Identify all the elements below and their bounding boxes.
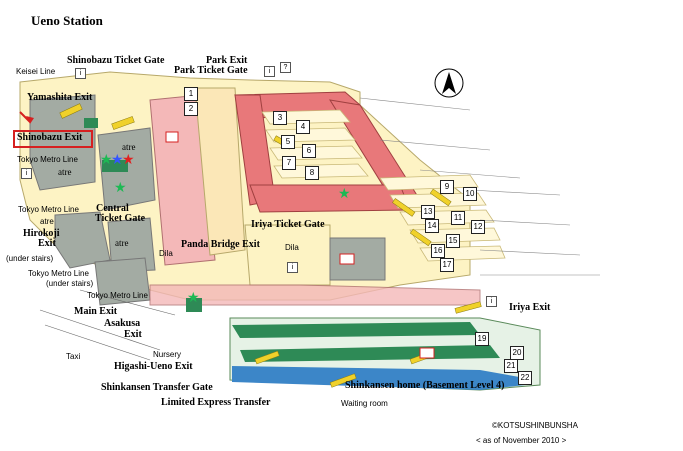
- info-pin-park-2: ?: [280, 62, 291, 73]
- svg-text:★: ★: [187, 290, 200, 306]
- platform-9: 9: [440, 180, 454, 194]
- platform-17: 17: [440, 258, 454, 272]
- label-main-exit: Main Exit: [74, 306, 118, 317]
- label-atre-2: atre: [58, 167, 72, 177]
- label-tokyo-metro-line-4: Tokyo Metro Line: [87, 291, 148, 300]
- info-pin-metro: i: [21, 168, 32, 179]
- red-arrow-icon: [19, 111, 34, 124]
- shinobazu-gate-marker: [84, 118, 98, 128]
- taxi-lines: [39, 289, 176, 361]
- label-shinkansen-home: Shinkansen home (Basement Level 4): [345, 380, 505, 391]
- platform-1: 1: [184, 87, 198, 101]
- platform-10: 10: [463, 187, 477, 201]
- label-asakusa-1: Asakusa: [104, 318, 141, 329]
- platform-5: 5: [281, 135, 295, 149]
- platform-21: 21: [504, 359, 518, 373]
- highlight-shinobazu-exit: [13, 130, 93, 148]
- label-taxi: Taxi: [66, 352, 81, 361]
- label-waiting-room: Waiting room: [341, 399, 388, 408]
- stars: ★ ★ ★ ★ ★ ★: [100, 152, 351, 306]
- label-keisei-line: Keisei Line: [16, 67, 56, 76]
- label-iriya-ticket-gate: Iriya Ticket Gate: [251, 219, 325, 230]
- info-pin-iriya: i: [486, 296, 497, 307]
- label-as-of: < as of November 2010 >: [476, 436, 567, 445]
- iriya-building: [244, 224, 331, 286]
- platform-3: 3: [273, 111, 287, 125]
- restroom-icons: [165, 131, 435, 359]
- label-hirokoji-1: Hirokoji: [23, 228, 60, 239]
- map-title: Ueno Station: [31, 13, 103, 28]
- label-higashi-ueno-exit: Higashi-Ueno Exit: [114, 361, 193, 372]
- bridge-iriya: [249, 184, 411, 213]
- info-pin-shinobazu: i: [75, 68, 86, 79]
- label-central-1: Central: [96, 203, 129, 214]
- building-hirokoji: [54, 211, 111, 269]
- label-atre-4: atre: [115, 238, 129, 248]
- svg-text:★: ★: [122, 152, 135, 168]
- platform-22: 22: [518, 371, 532, 385]
- platform-14: 14: [425, 219, 439, 233]
- platform-4: 4: [296, 120, 310, 134]
- stairs: [59, 103, 482, 388]
- info-green: [102, 160, 128, 172]
- iriya-hall: [329, 237, 386, 281]
- label-under-stairs-1: (under stairs): [6, 254, 54, 263]
- info-pin-dila: i: [287, 262, 298, 273]
- platform-6: 6: [302, 144, 316, 158]
- label-under-stairs-2: (under stairs): [46, 279, 94, 288]
- platform-15: 15: [446, 234, 460, 248]
- svg-text:★: ★: [338, 186, 351, 202]
- label-shinobazu-ticket-gate: Shinobazu Ticket Gate: [67, 55, 165, 66]
- shinkansen-water: [232, 366, 525, 390]
- label-tokyo-metro-line-1: Tokyo Metro Line: [17, 155, 78, 164]
- label-atre-3: atre: [40, 217, 54, 226]
- label-asakusa-2: Exit: [124, 329, 142, 340]
- platform-20: 20: [510, 346, 524, 360]
- shinkansen-track-2: [240, 345, 500, 362]
- label-shinobazu-exit: Shinobazu Exit: [17, 132, 83, 143]
- label-dila-2: Dila: [285, 243, 299, 252]
- info-pin-park: i: [264, 66, 275, 77]
- label-tokyo-metro-line-3: Tokyo Metro Line: [28, 269, 89, 278]
- label-tokyo-metro-line-2: Tokyo Metro Line: [18, 205, 79, 214]
- shinkansen-track-1: [232, 322, 480, 338]
- label-park-exit: Park Exit: [206, 55, 248, 66]
- svg-text:★: ★: [114, 180, 127, 196]
- svg-text:★: ★: [100, 152, 113, 168]
- track-lines: [359, 97, 600, 276]
- panda-green: [186, 298, 202, 312]
- platform-7: 7: [282, 156, 296, 170]
- label-yamashita-exit: Yamashita Exit: [27, 92, 93, 103]
- compass-icon: [434, 68, 464, 98]
- platform-19: 19: [475, 332, 489, 346]
- platform-8: 8: [305, 166, 319, 180]
- label-shinkansen-transfer-gate: Shinkansen Transfer Gate: [101, 382, 213, 393]
- platform-16: 16: [431, 244, 445, 258]
- platform-12: 12: [471, 220, 485, 234]
- label-hirokoji-2: Exit: [38, 238, 56, 249]
- svg-text:★: ★: [111, 152, 124, 168]
- label-limited-express-transfer: Limited Express Transfer: [161, 397, 271, 408]
- label-panda-bridge-exit: Panda Bridge Exit: [181, 239, 260, 250]
- building-atre-west: [29, 94, 96, 191]
- label-nursery: Nursery: [153, 350, 182, 359]
- corridor-park: [194, 87, 246, 256]
- label-dila-1: Dila: [159, 249, 173, 258]
- label-park-ticket-gate: Park Ticket Gate: [174, 65, 248, 76]
- label-iriya-exit: Iriya Exit: [509, 302, 551, 313]
- label-atre-1: atre: [122, 142, 136, 152]
- platform-13: 13: [421, 205, 435, 219]
- label-central-2: Ticket Gate: [95, 213, 146, 224]
- platform-11: 11: [451, 211, 465, 225]
- platform-2: 2: [184, 102, 198, 116]
- label-copyright: ©KOTSUSHINBUNSHA: [492, 421, 578, 430]
